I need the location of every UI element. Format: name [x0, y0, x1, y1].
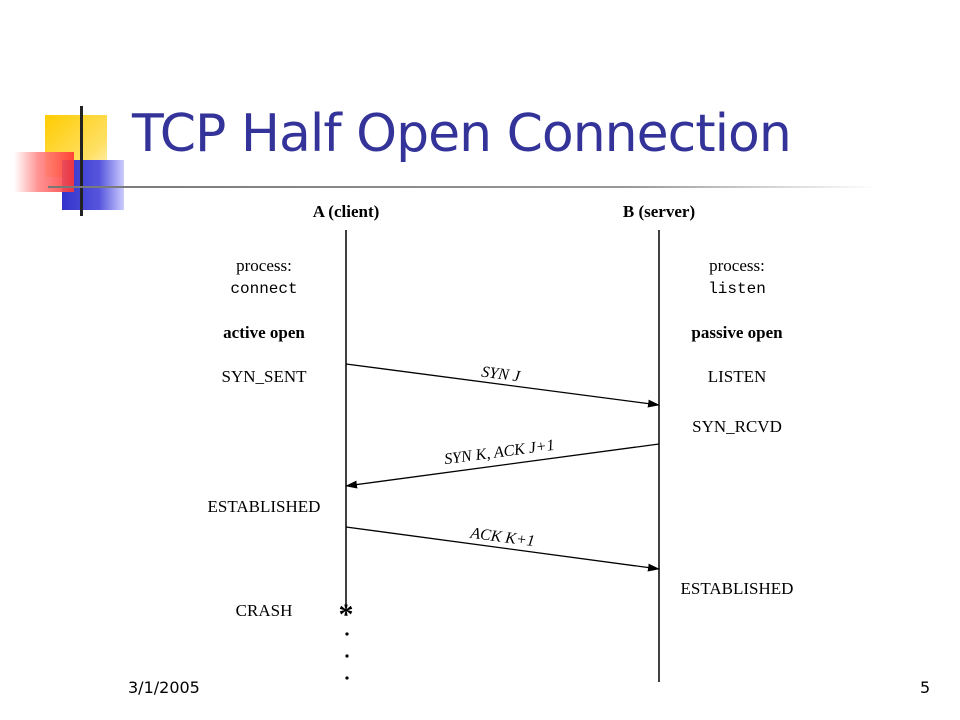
message-ack-label: ACK K+1 — [468, 525, 535, 550]
title-underline — [48, 186, 878, 188]
server-header: B (server) — [623, 202, 695, 221]
arrow-syn-ack — [345, 443, 660, 489]
client-state-established: ESTABLISHED — [208, 497, 321, 516]
server-state-listen: LISTEN — [708, 367, 767, 386]
server-state-established: ESTABLISHED — [681, 579, 794, 598]
continuation-dot — [345, 676, 349, 680]
decor-vertical-line — [80, 106, 83, 216]
message-syn-label: SYN J — [480, 364, 521, 386]
server-state-syn-rcvd: SYN_RCVD — [692, 417, 782, 436]
message-syn-ack-label: SYN K, ACK J+1 — [443, 437, 555, 468]
client-header: A (client) — [313, 202, 380, 221]
server-process-label: process: — [709, 256, 765, 275]
client-process-call: connect — [230, 280, 297, 298]
footer-date: 3/1/2005 — [128, 678, 200, 697]
server-open-mode: passive open — [691, 323, 783, 342]
client-state-syn-sent: SYN_SENT — [221, 367, 307, 386]
server-process-call: listen — [708, 280, 766, 298]
continuation-dot — [345, 654, 349, 658]
client-process-label: process: — [236, 256, 292, 275]
arrow-ack — [345, 526, 660, 572]
decor-red-square — [14, 152, 74, 192]
arrow-syn — [345, 363, 660, 408]
client-open-mode: active open — [223, 323, 305, 342]
page-number: 5 — [920, 678, 931, 697]
client-crash-label: CRASH — [236, 601, 293, 620]
continuation-dot — [345, 632, 349, 636]
crash-marker: * — [339, 598, 354, 631]
slide-title: TCP Half Open Connection — [132, 104, 792, 164]
